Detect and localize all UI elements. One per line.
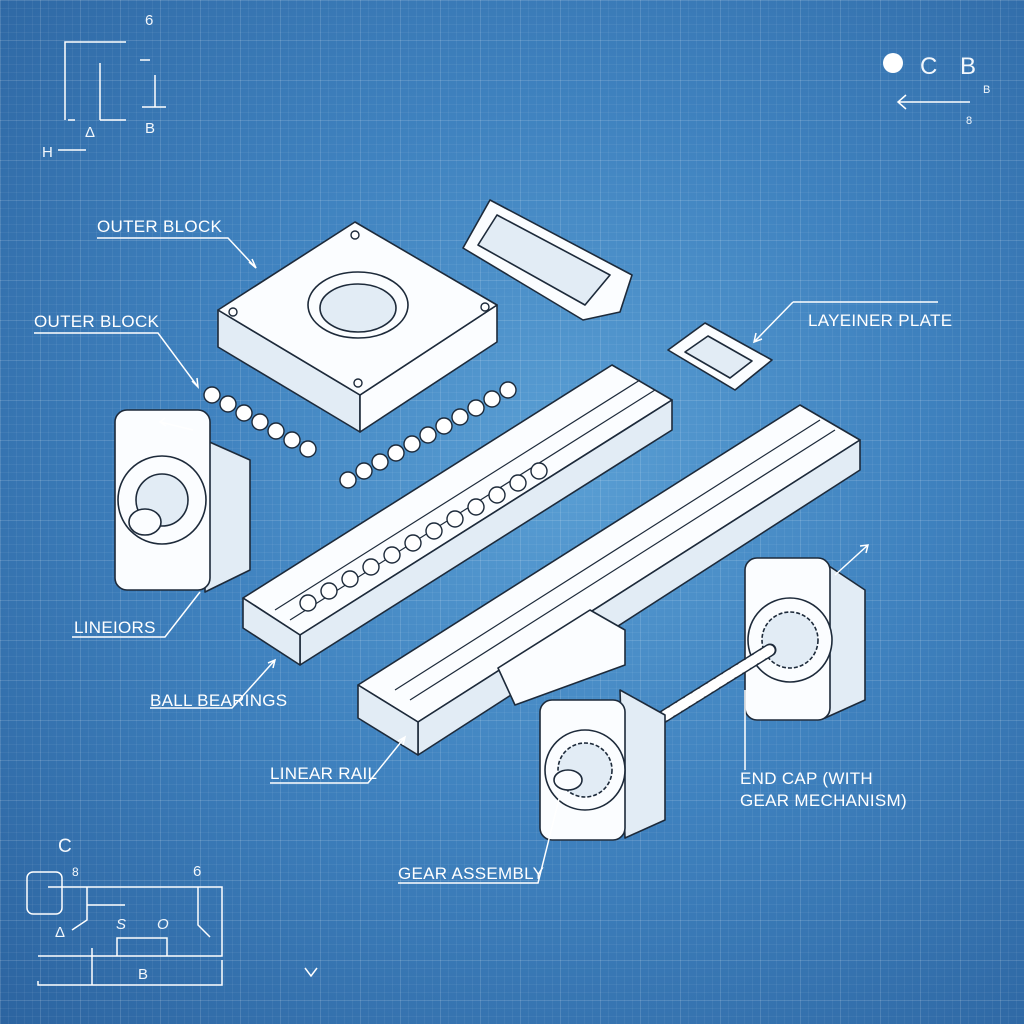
annotation-8: 8 (966, 115, 972, 127)
ball-bearing (299, 440, 317, 458)
annotation-b: B (145, 120, 155, 137)
ball-bearing (425, 522, 443, 540)
annotation-6-bottom: 6 (193, 863, 201, 880)
annotation-c-bottom: C (58, 836, 72, 857)
outer-block (217, 221, 498, 433)
ball-bearing (341, 570, 359, 588)
ball-bearing (320, 582, 338, 600)
label-plate: LAYEINER PLATE (808, 311, 952, 330)
linear-rail-lower (357, 404, 861, 756)
label-linear-rail: LINEAR RAIL (270, 764, 377, 783)
ball-bearing (371, 453, 389, 471)
ball-bearing (483, 390, 501, 408)
ball-bearing (530, 462, 548, 480)
label-outer-block-1: OUTER BLOCK (97, 217, 223, 236)
ball-bearings (203, 381, 548, 612)
label-ball-bearings: BALL BEARINGS (150, 691, 287, 710)
annotation-delta-bottom: Δ (55, 924, 65, 941)
ball-bearing (387, 444, 405, 462)
label-outer-block-2: OUTER BLOCK (34, 312, 160, 331)
annotation-b-large: B (960, 53, 976, 80)
annotation-o: O (157, 916, 169, 933)
ball-bearing (362, 558, 380, 576)
ball-bearing (339, 471, 357, 489)
annotation-8-bottom: 8 (72, 865, 79, 879)
bottom-left-dimension-sketch (26, 871, 223, 986)
ball-bearing (235, 404, 253, 422)
ball-bearing (251, 413, 269, 431)
annotation-6: 6 (145, 12, 153, 29)
gear-assembly (539, 689, 666, 841)
label-gear-assembly: GEAR ASSEMBLY (398, 864, 544, 883)
ball-bearing (435, 417, 453, 435)
ball-bearing (451, 408, 469, 426)
ball-bearing (509, 474, 527, 492)
ball-bearing (488, 486, 506, 504)
shaft-threads (645, 645, 775, 730)
ball-bearing (299, 594, 317, 612)
ball-bearing (403, 435, 421, 453)
right-end-cap (744, 557, 866, 721)
ball-bearing (283, 431, 301, 449)
gasket-plate (462, 199, 633, 321)
ball-bearing (355, 462, 373, 480)
label-end-cap-line1: END CAP (WITH (740, 769, 873, 788)
ball-bearing (383, 546, 401, 564)
ball-bearing (404, 534, 422, 552)
left-end-cap (114, 409, 251, 593)
annotation-c: C (920, 53, 937, 80)
arrow-mark (304, 967, 318, 978)
ball-bearing (467, 498, 485, 516)
leader-lines (34, 237, 938, 884)
ball-bearing (499, 381, 517, 399)
ball-bearing (203, 386, 221, 404)
ball-bearing (467, 399, 485, 417)
annotation-s: S (116, 916, 126, 933)
ball-bearing (419, 426, 437, 444)
label-lineiors: LINEIORS (74, 618, 156, 637)
ball-bearing (219, 395, 237, 413)
small-plate (667, 322, 773, 391)
ball-bearing (267, 422, 285, 440)
annotation-b-bottom: B (138, 966, 148, 983)
annotation-delta: Δ (85, 124, 95, 141)
top-left-dimension-sketch (58, 41, 166, 151)
ball-bearing (446, 510, 464, 528)
label-end-cap-line2: GEAR MECHANISM) (740, 791, 907, 810)
annotation-h: H (42, 144, 53, 161)
annotation-b-small: B (983, 84, 990, 96)
top-right-annotation (883, 53, 970, 110)
